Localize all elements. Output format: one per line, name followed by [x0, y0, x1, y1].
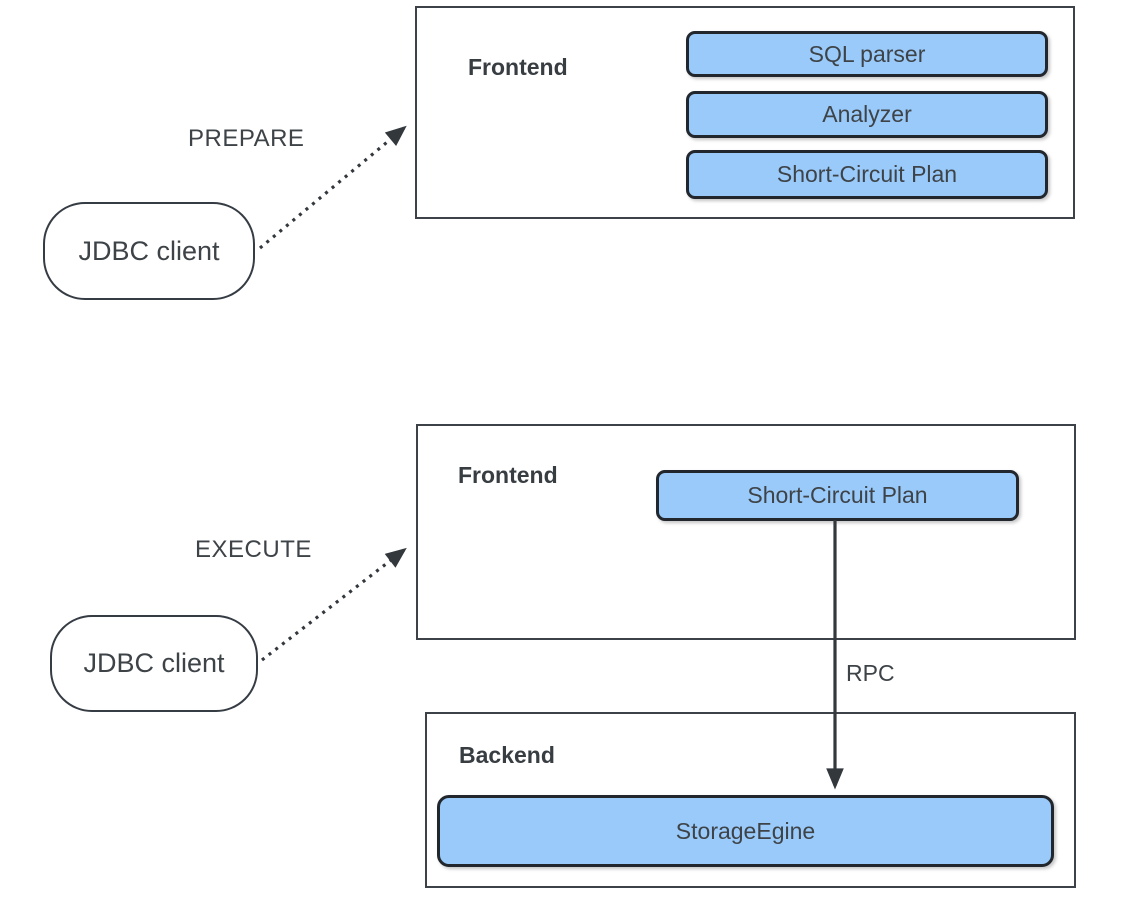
- backend-container: Backend StorageEgine: [425, 712, 1076, 888]
- module-box-short-circuit-plan-prepare: Short-Circuit Plan: [686, 150, 1048, 199]
- execute-dotted-arrow: [261, 547, 407, 662]
- frontend-container-prepare: Frontend SQL parser Analyzer Short-Circu…: [415, 6, 1075, 219]
- jdbc-client-execute-label: JDBC client: [83, 648, 225, 678]
- jdbc-client-execute: JDBC client: [50, 615, 258, 712]
- prepare-arrow-label: PREPARE: [188, 125, 305, 152]
- frontend-label-prepare: Frontend: [468, 54, 568, 80]
- module-box-storage-engine: StorageEgine: [437, 795, 1054, 867]
- rpc-arrow-label: RPC: [846, 660, 895, 686]
- module-box-sql-parser: SQL parser: [686, 31, 1048, 77]
- frontend-container-execute: Frontend Short-Circuit Plan: [416, 424, 1076, 640]
- module-box-analyzer: Analyzer: [686, 91, 1048, 138]
- jdbc-client-prepare: JDBC client: [43, 202, 255, 300]
- execute-arrow-label: EXECUTE: [195, 536, 312, 563]
- frontend-label-execute: Frontend: [458, 462, 558, 488]
- backend-label: Backend: [459, 742, 555, 768]
- module-box-short-circuit-plan-execute: Short-Circuit Plan: [656, 470, 1019, 521]
- jdbc-client-prepare-label: JDBC client: [78, 235, 220, 266]
